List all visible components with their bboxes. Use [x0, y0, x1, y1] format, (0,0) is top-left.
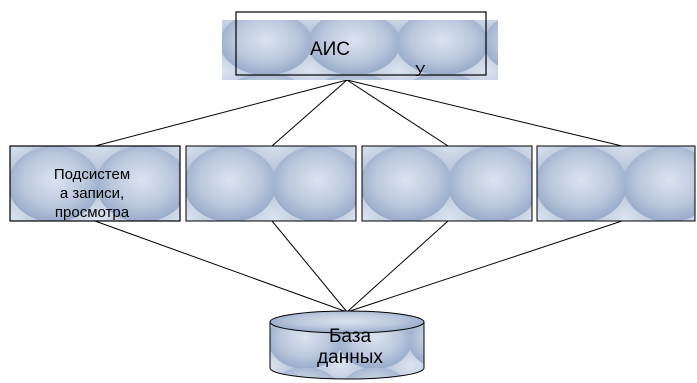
subsystem-frame	[9, 145, 181, 222]
subsystem-box	[362, 146, 532, 221]
edge-sub3-db	[346, 220, 449, 313]
edge-root-sub3	[346, 79, 449, 147]
root-node: АИС У	[222, 11, 498, 80]
edge-root-sub2	[271, 79, 348, 147]
edge-root-sub4	[346, 79, 623, 147]
subsystem-box	[186, 146, 356, 221]
subsystem-2	[185, 145, 357, 222]
subsystem-label-line: Подсистем	[54, 166, 130, 183]
root-node-frame	[235, 11, 487, 76]
subsystem-1: Подсистем а записи, просмотра	[9, 145, 181, 222]
subsystem-4	[536, 145, 696, 222]
subsystem-box	[10, 146, 180, 221]
root-node-title: АИС	[310, 39, 350, 60]
edge-sub2-db	[271, 220, 348, 313]
database-body	[269, 321, 425, 380]
subsystem-3	[361, 145, 533, 222]
edge-root-sub1	[94, 79, 348, 147]
root-node-subtitle: У	[415, 63, 426, 80]
database-label-line: данных	[317, 347, 383, 368]
connectors	[94, 79, 623, 313]
edge-sub1-db	[94, 220, 348, 313]
edge-sub4-db	[346, 220, 623, 313]
subsystem-frame	[536, 145, 696, 222]
subsystem-label-line: а записи,	[60, 185, 124, 202]
subsystem-frame	[185, 145, 357, 222]
database-top	[269, 310, 425, 334]
subsystem-frame	[361, 145, 533, 222]
root-node-body	[222, 20, 498, 80]
database-node: База данных	[269, 310, 425, 380]
subsystem-box	[537, 146, 695, 221]
subsystem-label-line: просмотра	[55, 204, 130, 221]
database-label-line: База	[329, 326, 372, 347]
